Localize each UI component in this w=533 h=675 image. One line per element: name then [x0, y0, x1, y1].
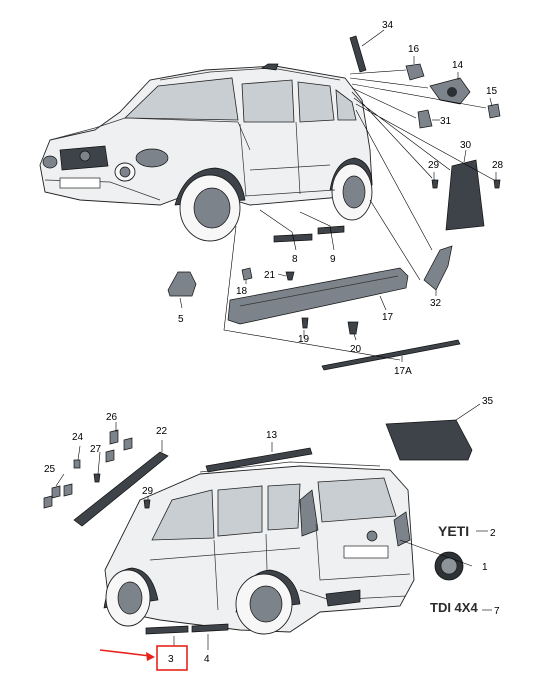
label-21: 21: [264, 270, 276, 281]
label-8: 8: [292, 254, 298, 265]
label-26: 26: [106, 412, 118, 423]
part-21-clip: [285, 271, 295, 281]
part-34-trim: [349, 35, 367, 73]
part-labels: 34 16 14 15 31 30 29 28 8 9 21 18 32 5 1…: [44, 20, 504, 665]
highlight-part-3: 3: [99, 645, 188, 671]
part-24-clip: [73, 459, 81, 469]
highlight-arrow: [99, 649, 151, 657]
label-4: 4: [204, 654, 210, 665]
tdi-badge-text: TDI 4X4: [430, 600, 478, 615]
part-20-clip: [347, 321, 359, 335]
label-35: 35: [482, 396, 494, 407]
part-27-screw: [93, 473, 101, 483]
label-20: 20: [350, 344, 362, 355]
label-27: 27: [90, 444, 102, 455]
part-31-bracket: [417, 109, 433, 129]
part-29-screw-top: [431, 179, 439, 189]
part-15-clip: [487, 103, 501, 119]
label-30: 30: [460, 140, 472, 151]
lower-parts: [43, 419, 473, 635]
lower-car-illustration: [103, 461, 415, 635]
label-2: 2: [490, 528, 496, 539]
label-29-bottom: 29: [142, 486, 154, 497]
part-26-clip: [109, 429, 119, 445]
label-5: 5: [178, 314, 184, 325]
label-22: 22: [156, 426, 168, 437]
part-17a-strip: [321, 339, 461, 371]
part-16-bracket: [405, 63, 425, 81]
part-32-trim: [423, 245, 453, 291]
part-3-strip: [145, 625, 189, 635]
highlight-arrowhead: [146, 652, 155, 661]
upper-car-illustration: [39, 63, 373, 242]
label-14: 14: [452, 60, 464, 71]
part-13-roof-strip: [205, 447, 313, 473]
part-19-clip: [301, 317, 309, 329]
label-7: 7: [494, 606, 500, 617]
part-4-strip: [191, 623, 229, 633]
label-3: 3: [168, 654, 174, 665]
label-15: 15: [486, 86, 498, 97]
label-25: 25: [44, 464, 56, 475]
label-17a: 17A: [394, 366, 412, 377]
part-29-screw-bottom: [143, 499, 151, 509]
yeti-badge-text: YETI: [438, 523, 469, 539]
label-31: 31: [440, 116, 452, 127]
part-5-flap: [167, 271, 197, 297]
part-17-sill-panel: [227, 267, 409, 325]
part-35-window: [385, 419, 473, 461]
part-18-clip: [241, 267, 253, 281]
label-9: 9: [330, 254, 336, 265]
part-9-strip: [317, 225, 345, 235]
label-34: 34: [382, 20, 394, 31]
part-1-emblem: [434, 551, 464, 581]
label-24: 24: [72, 432, 84, 443]
label-13: 13: [266, 430, 278, 441]
lower-leader-lines: [55, 403, 492, 650]
part-25-clip: [51, 485, 61, 499]
highlight-box: [156, 645, 188, 671]
part-22-strip: [73, 451, 169, 527]
part-8-strip: [273, 233, 313, 243]
label-18: 18: [236, 286, 248, 297]
upper-parts: [167, 35, 501, 371]
label-1: 1: [482, 562, 488, 573]
part-28-screw: [493, 179, 501, 189]
label-29-top: 29: [428, 160, 440, 171]
upper-leader-lines: [179, 29, 497, 362]
label-17: 17: [382, 312, 394, 323]
label-32: 32: [430, 298, 442, 309]
part-30-mudflap: [445, 159, 485, 231]
label-28: 28: [492, 160, 504, 171]
label-16: 16: [408, 44, 420, 55]
label-19: 19: [298, 334, 310, 345]
